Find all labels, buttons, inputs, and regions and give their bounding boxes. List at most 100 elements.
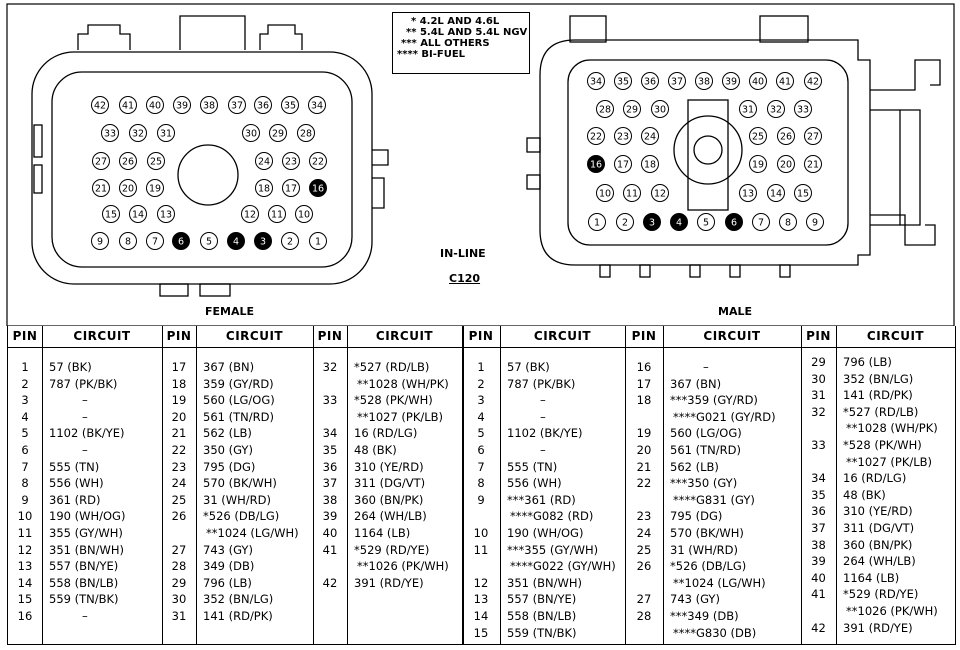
male-pin-32 [767, 100, 785, 118]
male-pin-label: 2 [622, 218, 628, 229]
male-pin-label: 39 [725, 77, 737, 88]
female-pin-label: 6 [178, 237, 184, 248]
female-pin-41 [119, 96, 137, 114]
table-circuit-cell: 352 (BN/LG) [203, 592, 274, 607]
table-circuit-cell: 359 (GY/RD) [203, 376, 274, 391]
table-pin-cell: 24 [171, 476, 187, 491]
female-pin-14 [129, 205, 147, 223]
table-circuit-cell: 31 (WH/RD) [670, 542, 739, 557]
circuit-column-header: CIRCUIT [375, 329, 434, 343]
table-circuit-cell: – [82, 393, 88, 408]
table-circuit-cell: – [540, 443, 546, 457]
table-circuit-cell: – [82, 443, 88, 457]
male-pin-label: 19 [752, 160, 764, 171]
table-circuit-cell: ***350 (GY) [670, 476, 738, 491]
female-pin-7 [146, 232, 164, 250]
table-circuit-cell: ***361 (RD) [507, 492, 576, 507]
male-pin-35 [614, 72, 632, 90]
female-pin-3 [254, 232, 272, 250]
table-circuit-cell: – [703, 360, 709, 374]
table-circuit-cell: **1028 (WH/PK) [357, 376, 449, 391]
table-pin-cell: 20 [171, 409, 187, 424]
table-pin-cell: 39 [811, 554, 826, 569]
table-pin-cell: 2 [21, 376, 29, 391]
male-pin-21 [804, 155, 822, 173]
male-pin-label: 33 [797, 105, 809, 116]
male-pin-24 [641, 127, 659, 145]
table-pin-cell: 11 [17, 526, 33, 540]
male-pin-label: 15 [797, 189, 809, 200]
table-circuit-cell: 190 (WH/OG) [507, 526, 584, 540]
circuit-column-header: CIRCUIT [866, 329, 925, 343]
table-circuit-cell: 264 (WH/LB) [354, 509, 427, 524]
table-pin-cell: 15 [473, 625, 489, 640]
male-pin-3 [643, 213, 661, 231]
table-pin-cell: 12 [17, 542, 33, 557]
male-connector-body [526, 15, 941, 278]
table-pin-cell: 31 [171, 609, 187, 623]
male-pin-1 [588, 213, 606, 231]
table-circuit-cell: 743 (GY) [670, 592, 720, 607]
female-pin-label: 17 [285, 184, 297, 195]
male-pin-31 [739, 100, 757, 118]
female-pin-label: 12 [244, 210, 256, 221]
table-pin-cell: 22 [171, 443, 187, 457]
table-pin-cell: 4 [477, 409, 485, 424]
female-pin-label: 34 [311, 101, 323, 112]
female-pin-6 [172, 232, 190, 250]
table-column-divider [663, 326, 664, 644]
female-pin-39 [173, 96, 191, 114]
table-circuit-cell: 1164 (LB) [843, 570, 900, 585]
male-pin-label: 24 [644, 132, 656, 143]
female-pin-label: 32 [132, 129, 144, 140]
table-circuit-cell: 559 (TN/BK) [49, 592, 119, 607]
female-pin-label: 36 [257, 101, 269, 112]
table-header-divider [8, 347, 955, 348]
male-label: MALE [718, 305, 752, 318]
table-circuit-cell: 743 (GY) [203, 542, 253, 557]
table-pin-cell: 21 [171, 426, 187, 441]
table-circuit-cell: 16 (RD/LG) [843, 471, 907, 486]
male-pin-label: 10 [599, 189, 611, 200]
table-circuit-cell: 16 (RD/LG) [354, 426, 418, 441]
male-pin-14 [767, 184, 785, 202]
table-circuit-cell: 48 (BK) [843, 487, 886, 502]
male-pin-label: 7 [758, 218, 764, 229]
female-pin-35 [281, 96, 299, 114]
male-pin-label: 36 [644, 77, 656, 88]
female-pin-label: 33 [104, 129, 116, 140]
table-circuit-cell: 796 (LB) [203, 575, 252, 590]
male-pin-label: 20 [780, 160, 792, 171]
table-circuit-cell: 311 (DG/VT) [354, 476, 426, 491]
table-circuit-cell: 1164 (LB) [354, 526, 411, 540]
male-pin-23 [614, 127, 632, 145]
table-pin-cell: 3 [21, 393, 29, 408]
female-pin-label: 16 [312, 184, 324, 195]
male-pin-40 [749, 72, 767, 90]
female-pin-label: 18 [258, 184, 270, 195]
table-pin-cell: 5 [21, 426, 29, 441]
table-pin-cell: 32 [811, 404, 826, 419]
male-pin-4 [670, 213, 688, 231]
table-circuit-cell: **1024 (LG/WH) [673, 575, 766, 590]
table-circuit-cell: ****G022 (GY/WH) [510, 559, 616, 574]
table-circuit-cell: 361 (RD) [49, 492, 101, 507]
table-pin-cell: 36 [322, 459, 338, 474]
male-pin-label: 30 [654, 105, 666, 116]
table-pin-cell: 18 [171, 376, 187, 391]
female-pin-4 [227, 232, 245, 250]
table-pin-cell: 4 [21, 409, 29, 424]
female-pin-label: 38 [203, 101, 215, 112]
table-pin-cell: 34 [811, 471, 826, 486]
male-pin-label: 37 [671, 77, 683, 88]
table-pin-cell: 19 [171, 393, 187, 408]
table-circuit-cell: 555 (TN) [49, 459, 100, 474]
table-circuit-cell: 557 (BN/YE) [49, 559, 119, 574]
table-circuit-cell: 350 (GY) [203, 443, 253, 457]
table-pin-cell: 41 [811, 587, 826, 602]
male-pin-39 [722, 72, 740, 90]
female-pin-37 [228, 96, 246, 114]
female-connector-body [31, 15, 389, 297]
male-pin-6 [725, 213, 743, 231]
